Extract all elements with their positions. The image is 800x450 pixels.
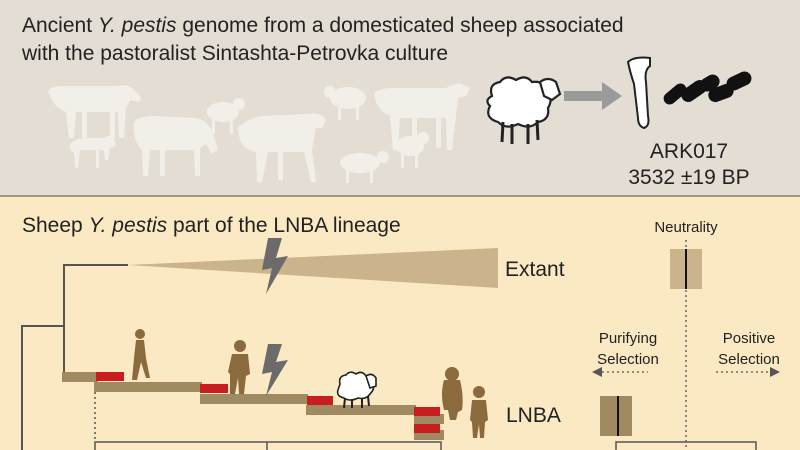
extant-lineage-wedge [128,248,498,288]
red-sample-markers [96,372,440,433]
positive-arrow-icon [716,367,780,377]
sheep-icon [207,98,245,134]
tree-frame-lines [21,264,128,450]
extant-label: Extant [505,258,565,281]
top-title-line1: Ancient Y. pestis genome from a domestic… [22,14,624,37]
arrow-icon [564,82,622,110]
cow-icon [48,85,142,138]
bone-icon [626,56,651,130]
cow-icon [374,83,470,150]
bone-fragments-icon [663,71,752,105]
sheep-icon [396,132,429,168]
neutrality-label: Neutrality [654,219,718,236]
purifying-label-line2: Selection [597,351,659,368]
lnba-selection-box [600,396,632,436]
human-icon [228,340,250,394]
livestock-herd [48,83,470,183]
sheep-icon [324,86,366,120]
sheep-icon [336,371,377,409]
sample-date: 3532 ±19 BP [628,166,749,189]
positive-label-line2: Selection [718,351,780,368]
human-icon [132,329,150,380]
calf-icon [69,136,116,168]
sheep-icon [340,151,389,183]
lightning-icon [262,238,288,294]
time-ruler [94,392,442,450]
lnba-label: LNBA [506,404,561,427]
lightning-icon [262,344,288,396]
human-icon [442,367,463,420]
cow-icon [238,113,326,182]
lnba-lineage-branches [62,372,444,440]
sheep-icon [486,76,562,144]
human-icon [470,386,488,438]
selection-ruler [615,441,757,450]
purifying-arrow-icon [592,367,648,377]
bottom-title: Sheep Y. pestis part of the LNBA lineage [22,214,401,237]
top-title-line2: with the pastoralist Sintashta-Petrovka … [21,42,448,65]
positive-label-line1: Positive [723,330,776,347]
purifying-label-line1: Purifying [599,330,657,347]
sample-id: ARK017 [650,140,728,163]
cow-icon [133,116,218,176]
human-silhouettes [132,329,488,438]
